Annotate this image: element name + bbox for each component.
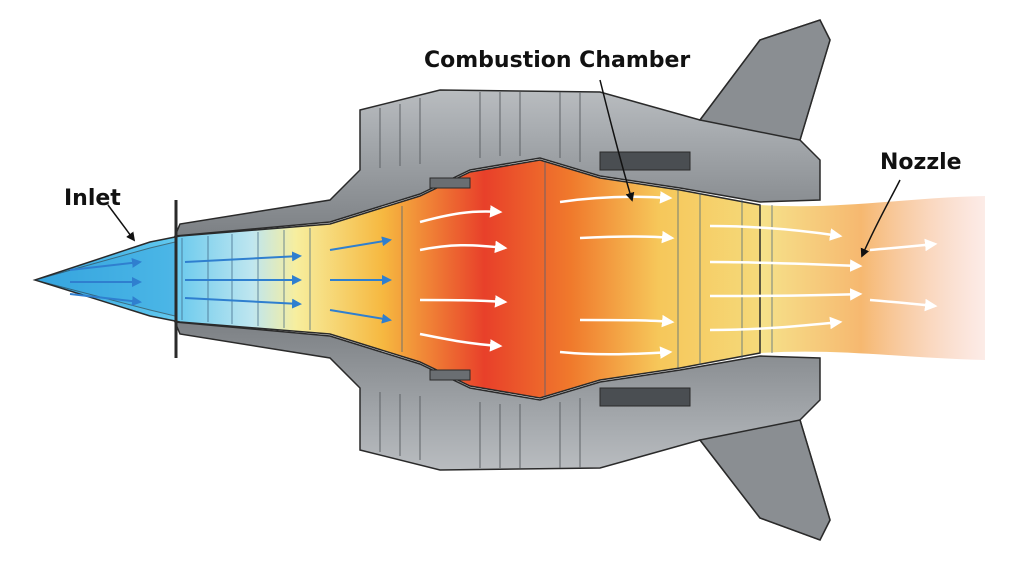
nozzle-exhaust-plume <box>760 196 985 360</box>
label-inlet: Inlet <box>64 186 121 211</box>
inlet-flow-arrows <box>69 236 392 324</box>
core-flow-path <box>32 159 761 399</box>
upper-casing <box>173 19 831 237</box>
leader-lines <box>107 79 901 258</box>
combustion-flow-arrows <box>419 191 938 359</box>
label-nozzle: Nozzle <box>880 150 962 175</box>
lower-casing <box>173 321 831 541</box>
inlet-nose-cone <box>33 241 176 317</box>
label-combustion-chamber: Combustion Chamber <box>424 48 691 73</box>
